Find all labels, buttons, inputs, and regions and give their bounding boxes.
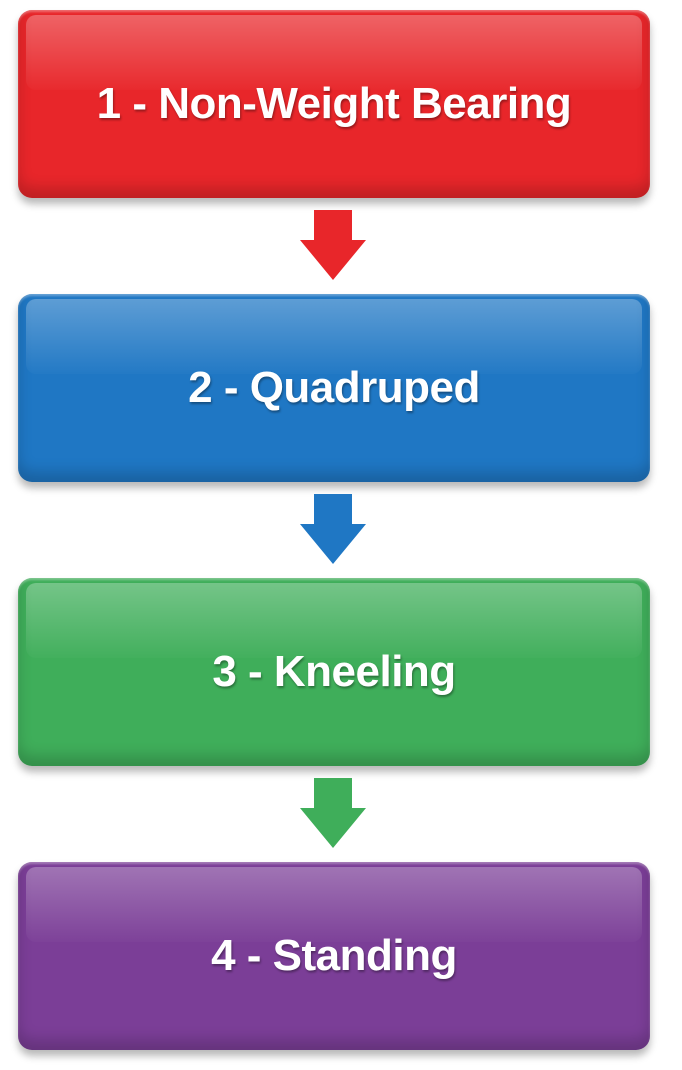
step-box-non-weight-bearing: 1 - Non-Weight Bearing [18,10,650,198]
step-box-quadruped: 2 - Quadruped [18,294,650,482]
down-arrow-icon [300,210,366,280]
down-arrow-icon [300,778,366,848]
step-box-kneeling: 3 - Kneeling [18,578,650,766]
step-label: 1 - Non-Weight Bearing [96,79,572,128]
step-box-standing: 4 - Standing [18,862,650,1050]
step-label: 2 - Quadruped [188,363,480,412]
step-label: 4 - Standing [211,931,457,980]
step-label: 3 - Kneeling [212,647,456,696]
down-arrow-icon [300,494,366,564]
